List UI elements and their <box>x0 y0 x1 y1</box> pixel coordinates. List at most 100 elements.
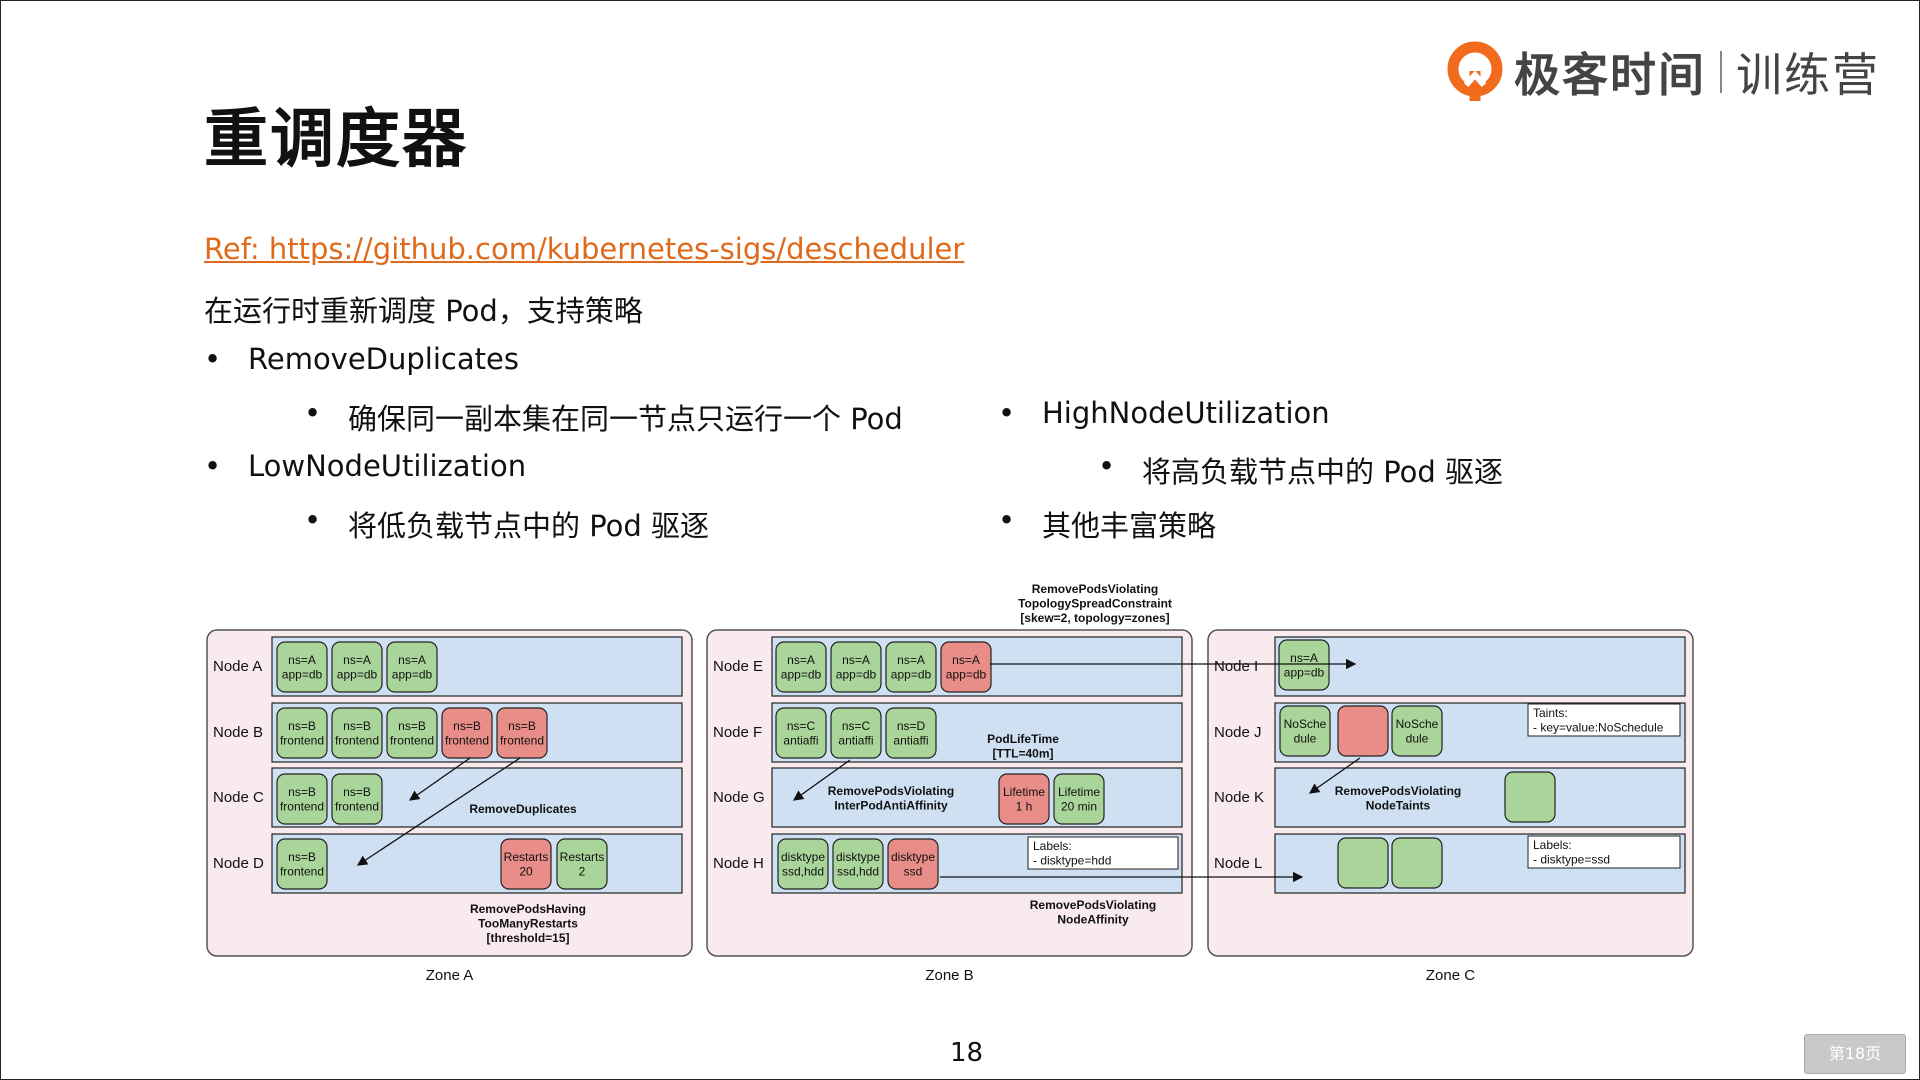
node-box <box>771 767 1183 828</box>
sub-bullet-low-node-utilization: 将低负载节点中的 Pod 驱逐 <box>304 503 709 545</box>
node-box <box>1274 767 1686 828</box>
pod-label: ns=A <box>343 653 371 667</box>
pod-label: disktype <box>781 850 825 864</box>
pod-label: app=db <box>946 667 987 681</box>
pod <box>885 641 937 693</box>
pod-label: ns=A <box>288 653 316 667</box>
pod-label: ns=C <box>842 719 871 733</box>
intro-text: 在运行时重新调度 Pod，支持策略 <box>204 294 643 328</box>
pod <box>496 707 548 759</box>
pod-label: ssd,hdd <box>782 864 824 878</box>
pod-label: frontend <box>335 799 379 813</box>
sub-bullet-remove-duplicates: 确保同一副本集在同一节点只运行一个 Pod <box>304 396 903 438</box>
policy-restarts-label: TooManyRestarts <box>478 916 578 930</box>
pod <box>1278 639 1330 691</box>
node-label: Node G <box>713 789 765 806</box>
pod <box>830 641 882 693</box>
pod-label: frontend <box>445 733 489 747</box>
pod <box>331 773 383 825</box>
pod-label: Lifetime <box>1058 785 1100 799</box>
pod-label: antiaffi <box>893 733 928 747</box>
bullet-other-policies: 其他丰富策略 <box>998 503 1216 545</box>
pod-label: app=db <box>836 667 877 681</box>
pod-label: ns=A <box>787 653 815 667</box>
zone-label: Zone A <box>426 967 474 984</box>
pod-label: ns=A <box>842 653 870 667</box>
policy-topology-label: [skew=2, topology=zones] <box>1020 611 1169 625</box>
pod-label: ns=B <box>288 850 316 864</box>
pod-label: ns=D <box>897 719 926 733</box>
node-l-labels-box <box>1527 835 1681 869</box>
pod-label: dule <box>1294 731 1317 745</box>
policy-topology-label: RemovePodsViolating <box>1032 582 1158 596</box>
pod-label: frontend <box>390 733 434 747</box>
policy-lifetime-label: [TTL=40m] <box>992 746 1053 760</box>
node-h-labels-box <box>1027 836 1179 870</box>
node-label: Node A <box>213 658 262 675</box>
page-number: 18 <box>950 1038 984 1068</box>
pod-label: ns=A <box>897 653 925 667</box>
logo-brand-text: 极客时间 <box>1514 48 1706 102</box>
policy-duplicates-label: RemoveDuplicates <box>469 802 577 816</box>
pod-label: ns=B <box>508 719 536 733</box>
policy-taints-label: RemovePodsViolating <box>1335 784 1461 798</box>
ref-link[interactable]: Ref: https://github.com/kubernetes-sigs/… <box>204 232 965 266</box>
node-box <box>271 833 683 894</box>
pod <box>276 707 328 759</box>
pod-label: app=db <box>392 667 433 681</box>
policy-nodeaffinity-label: RemovePodsViolating <box>1030 898 1156 912</box>
pod <box>777 838 829 890</box>
pod-label: ns=B <box>343 719 371 733</box>
page-title: 重调度器 <box>204 103 468 177</box>
pod-label: ns=C <box>787 719 816 733</box>
pod <box>276 838 328 890</box>
pod-label: antiaffi <box>783 733 818 747</box>
pod-label: disktype <box>836 850 880 864</box>
pod <box>1337 837 1389 889</box>
page-indicator-button[interactable]: 第18页 <box>1804 1034 1906 1074</box>
pod-label: NoSche <box>1284 717 1327 731</box>
pod-label: ns=B <box>343 785 371 799</box>
policy-topology-label: TopologySpreadConstraint <box>1018 596 1172 610</box>
pod <box>331 707 383 759</box>
bullet-high-node-utilization: HighNodeUtilization <box>998 396 1330 430</box>
pod <box>500 838 552 890</box>
info-text: - disktype=hdd <box>1033 853 1111 867</box>
logo-sub-text: 训练营 <box>1736 48 1880 102</box>
pod <box>775 641 827 693</box>
policy-restarts-label: RemovePodsHaving <box>470 902 586 916</box>
pod-label: ns=A <box>952 653 980 667</box>
pod-label: ns=B <box>288 719 316 733</box>
pod-label: frontend <box>280 799 324 813</box>
pod <box>775 707 827 759</box>
pod-label: 20 min <box>1061 799 1097 813</box>
pod-label: frontend <box>500 733 544 747</box>
policy-antiaffinity-label: RemovePodsViolating <box>828 784 954 798</box>
policy-antiaffinity-label: InterPodAntiAffinity <box>834 798 948 812</box>
info-text: Taints: <box>1533 706 1568 720</box>
policy-nodeaffinity-label: NodeAffinity <box>1057 912 1129 926</box>
pod-label: disktype <box>891 850 935 864</box>
pod <box>830 707 882 759</box>
node-label: Node L <box>1214 855 1262 872</box>
pod <box>998 773 1050 825</box>
pod-label: app=db <box>891 667 932 681</box>
policy-lifetime-label: PodLifeTime <box>987 732 1059 746</box>
node-label: Node B <box>213 724 263 741</box>
pod-label: app=db <box>781 667 822 681</box>
node-label: Node D <box>213 855 264 872</box>
pod <box>556 838 608 890</box>
brand-logo: 极客时间 训练营 <box>1446 40 1880 104</box>
sub-bullet-high-node-utilization: 将高负载节点中的 Pod 驱逐 <box>1098 449 1503 491</box>
pod-label: ssd <box>904 864 923 878</box>
node-label: Node K <box>1214 789 1264 806</box>
arrow <box>408 757 471 801</box>
node-box <box>1274 636 1686 697</box>
pod-label: app=db <box>282 667 323 681</box>
arrow <box>1308 757 1361 794</box>
pod <box>1279 705 1331 757</box>
pod <box>441 707 493 759</box>
pod-label: 20 <box>519 864 533 878</box>
pod-label: ns=B <box>453 719 481 733</box>
